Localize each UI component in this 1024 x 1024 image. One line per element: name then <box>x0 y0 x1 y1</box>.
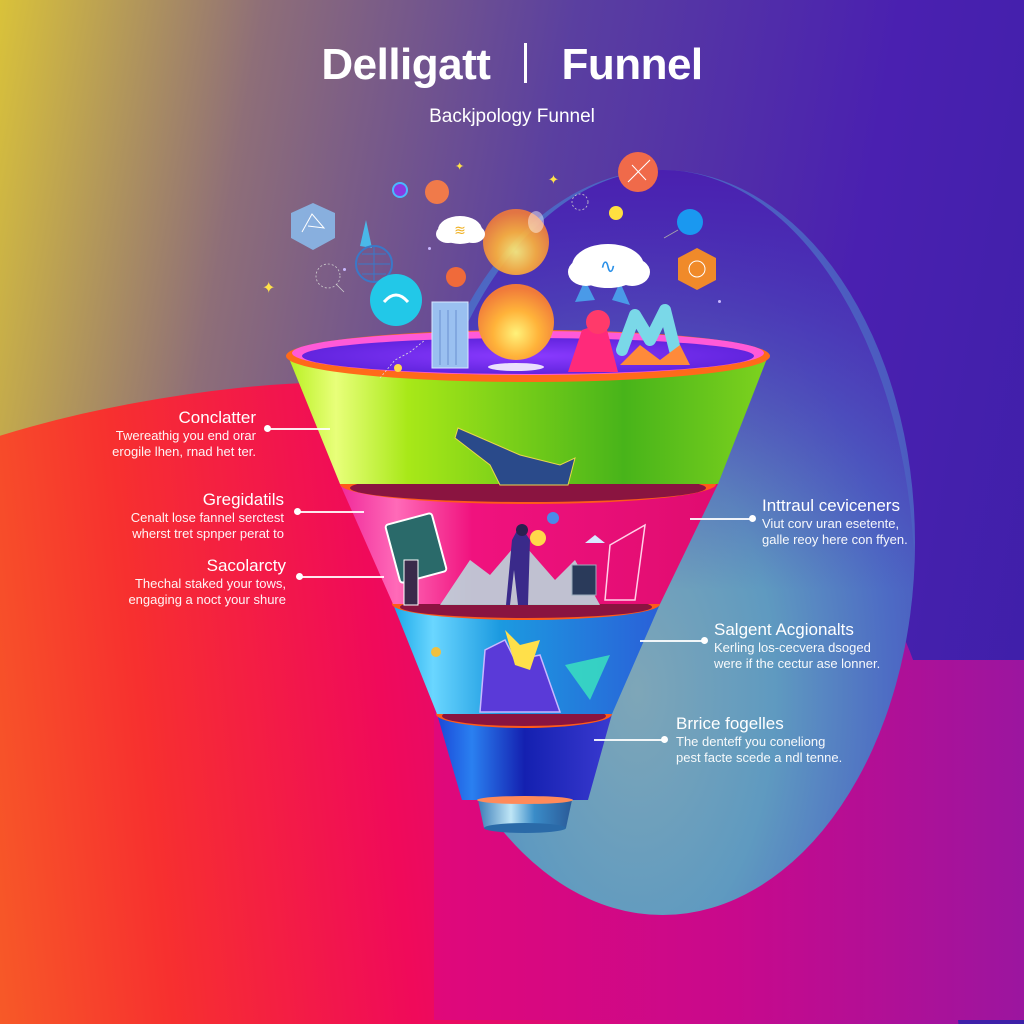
callout-text: Cenalt lose fannel serctest <box>130 510 284 525</box>
connector-dot <box>294 508 301 515</box>
connector-dot <box>264 425 271 432</box>
connector-line <box>640 637 708 644</box>
callout-text: erogile lhen, rnad het ter. <box>112 444 256 459</box>
callout-text: were if the cectur ase lonner. <box>714 656 881 671</box>
cloud-icon <box>572 244 644 288</box>
connector-dot <box>701 637 708 644</box>
svg-text:∿: ∿ <box>600 254 617 278</box>
hexagon-graph-icon <box>291 203 335 250</box>
callout-heading: Conclatter <box>178 408 256 427</box>
star-dot <box>428 247 431 250</box>
connector-line <box>264 425 330 432</box>
callout-text: Viut corv uran esetente, <box>762 516 900 531</box>
callout-heading: Salgent Acgionalts <box>714 620 854 639</box>
callout-heading: Sacolarcty <box>206 556 286 575</box>
callout-text: pest facte scede a ndl tenne. <box>676 750 843 765</box>
connector-line <box>296 573 384 580</box>
title-separator <box>524 43 528 84</box>
callout-text: wherst tret spnper perat to <box>132 526 284 541</box>
page-subtitle: Backjpology Funnel <box>429 106 595 127</box>
callout-left-2: Gregidatils Cenalt lose fannel serctest … <box>60 490 284 542</box>
orange-hexagon-icon <box>678 248 716 290</box>
callout-text: Kerling los-cecvera dsoged <box>714 640 871 655</box>
chat-bubble-icon <box>370 274 422 326</box>
connector-line <box>594 736 668 743</box>
callout-right-2: Salgent Acgionalts Kerling los-cecvera d… <box>714 620 974 672</box>
lightbulb-orb <box>478 205 554 365</box>
callout-text: engaging a noct your shure <box>128 592 286 607</box>
page-title: Delligatt Funnel <box>0 40 1024 90</box>
sparkle-icon: ✦ <box>455 161 465 173</box>
title-left: Delligatt <box>321 40 491 89</box>
callout-left-1: Conclatter Twereathig you end orar erogi… <box>60 408 256 460</box>
connector-dot <box>296 573 303 580</box>
connector-line <box>294 508 364 515</box>
callout-text: Twereathig you end orar <box>115 428 256 443</box>
callout-right-3: Brrice fogelles The denteff you conelion… <box>676 714 936 766</box>
svg-text:≋: ≋ <box>454 223 466 239</box>
connector-dot <box>661 736 668 743</box>
callout-right-1: Inttraul ceviceners Viut corv uran esete… <box>762 496 1022 548</box>
star-dot <box>718 300 721 303</box>
connector-dot <box>749 515 756 522</box>
callout-text: galle reoy here con ffyen. <box>762 532 908 547</box>
sparkle-icon: ✦ <box>262 280 276 297</box>
callout-text: The denteff you coneliong <box>676 734 826 749</box>
star-dot <box>343 268 346 271</box>
compass-icon <box>618 152 658 192</box>
connector-line <box>690 515 756 522</box>
callout-heading: Gregidatils <box>202 490 284 509</box>
callout-heading: Inttraul ceviceners <box>762 496 900 515</box>
callout-heading: Brrice fogelles <box>676 714 784 733</box>
callout-text: Thechal staked your tows, <box>134 576 286 591</box>
sparkle-icon: ✦ <box>548 172 559 187</box>
callout-left-3: Sacolarcty Thechal staked your tows, eng… <box>60 556 286 608</box>
title-right: Funnel <box>561 40 703 89</box>
